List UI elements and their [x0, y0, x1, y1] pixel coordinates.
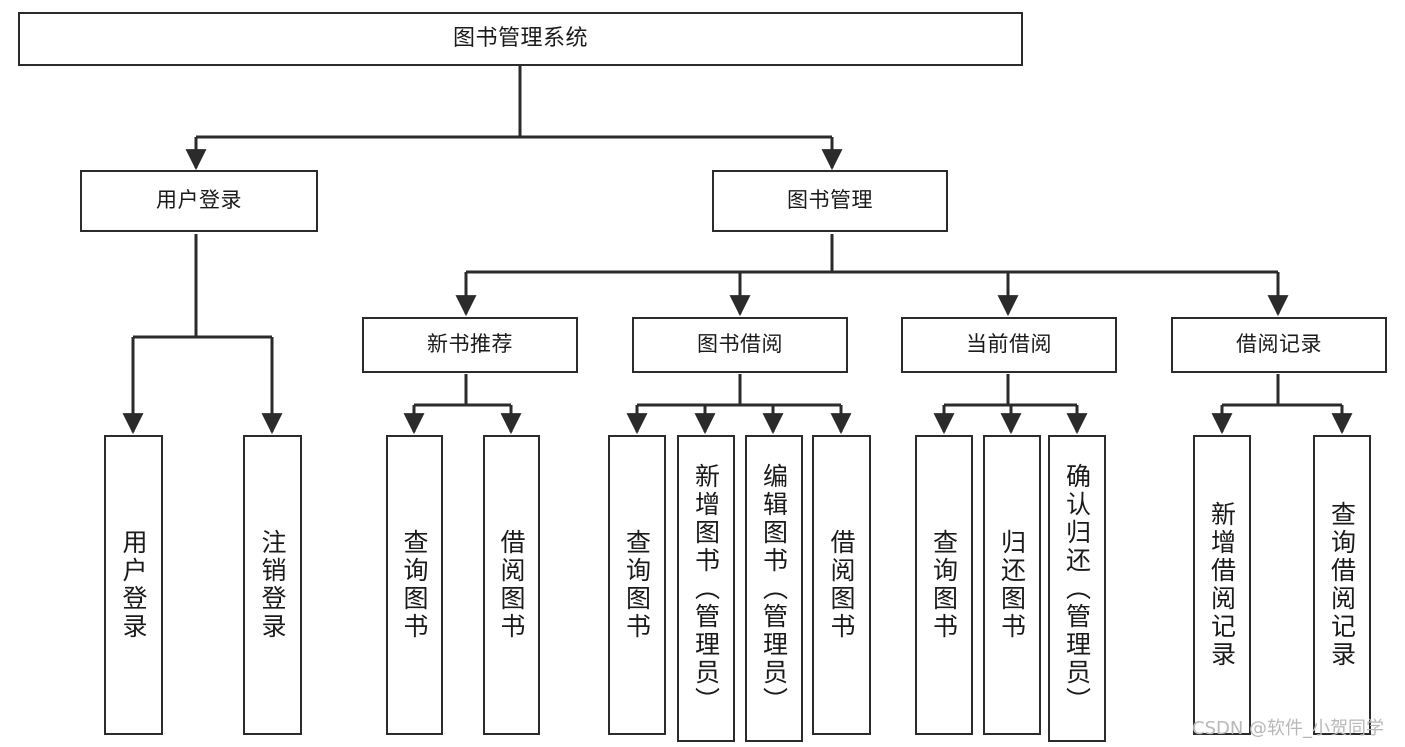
node-borrow-record[interactable]: 借阅记录: [1171, 317, 1387, 373]
node-leaf-add-book[interactable]: 新增图书（管理员）: [677, 435, 735, 742]
node-leaf-return-book[interactable]: 归还图书: [983, 435, 1041, 735]
node-leaf-borrow-book-recommend[interactable]: 借阅图书: [483, 435, 540, 735]
node-label: 查询借阅记录: [1327, 501, 1357, 669]
node-leaf-query-book-current[interactable]: 查询图书: [915, 435, 973, 735]
node-label: 注销登录: [258, 529, 287, 641]
node-leaf-query-book-recommend[interactable]: 查询图书: [386, 435, 443, 735]
node-leaf-add-borrow-record[interactable]: 新增借阅记录: [1193, 435, 1251, 735]
node-leaf-query-book-borrow[interactable]: 查询图书: [608, 435, 666, 735]
node-leaf-user-login[interactable]: 用户登录: [104, 435, 163, 735]
node-leaf-logout[interactable]: 注销登录: [243, 435, 302, 735]
node-label: 查询图书: [622, 529, 652, 641]
node-leaf-query-borrow-record[interactable]: 查询借阅记录: [1313, 435, 1371, 735]
node-leaf-confirm-return[interactable]: 确认归还（管理员）: [1048, 435, 1106, 742]
node-label: 借阅记录: [1236, 332, 1322, 357]
node-label: 图书管理系统: [452, 25, 588, 51]
node-label: 确认归还（管理员）: [1062, 462, 1092, 715]
node-label: 借阅图书: [497, 529, 526, 641]
node-current-borrow[interactable]: 当前借阅: [901, 317, 1117, 373]
node-user-login[interactable]: 用户登录: [80, 170, 318, 232]
node-book-manage[interactable]: 图书管理: [712, 170, 948, 232]
node-label: 新增图书（管理员）: [691, 462, 721, 715]
node-label: 查询图书: [400, 529, 429, 641]
node-label: 图书借阅: [697, 332, 783, 357]
node-book-management-system[interactable]: 图书管理系统: [18, 12, 1023, 66]
node-label: 新书推荐: [427, 332, 513, 357]
node-new-book-recommend[interactable]: 新书推荐: [362, 317, 578, 373]
node-label: 编辑图书（管理员）: [759, 462, 789, 715]
node-book-borrow[interactable]: 图书借阅: [632, 317, 848, 373]
node-label: 借阅图书: [827, 529, 856, 641]
node-label: 当前借阅: [966, 332, 1052, 357]
node-leaf-edit-book[interactable]: 编辑图书（管理员）: [745, 435, 803, 742]
node-leaf-borrow-book[interactable]: 借阅图书: [812, 435, 871, 735]
node-label: 查询图书: [929, 529, 959, 641]
node-label: 图书管理: [787, 188, 873, 213]
node-label: 新增借阅记录: [1207, 501, 1237, 669]
node-label: 用户登录: [156, 188, 242, 213]
node-label: 归还图书: [997, 529, 1027, 641]
node-label: 用户登录: [119, 529, 148, 641]
